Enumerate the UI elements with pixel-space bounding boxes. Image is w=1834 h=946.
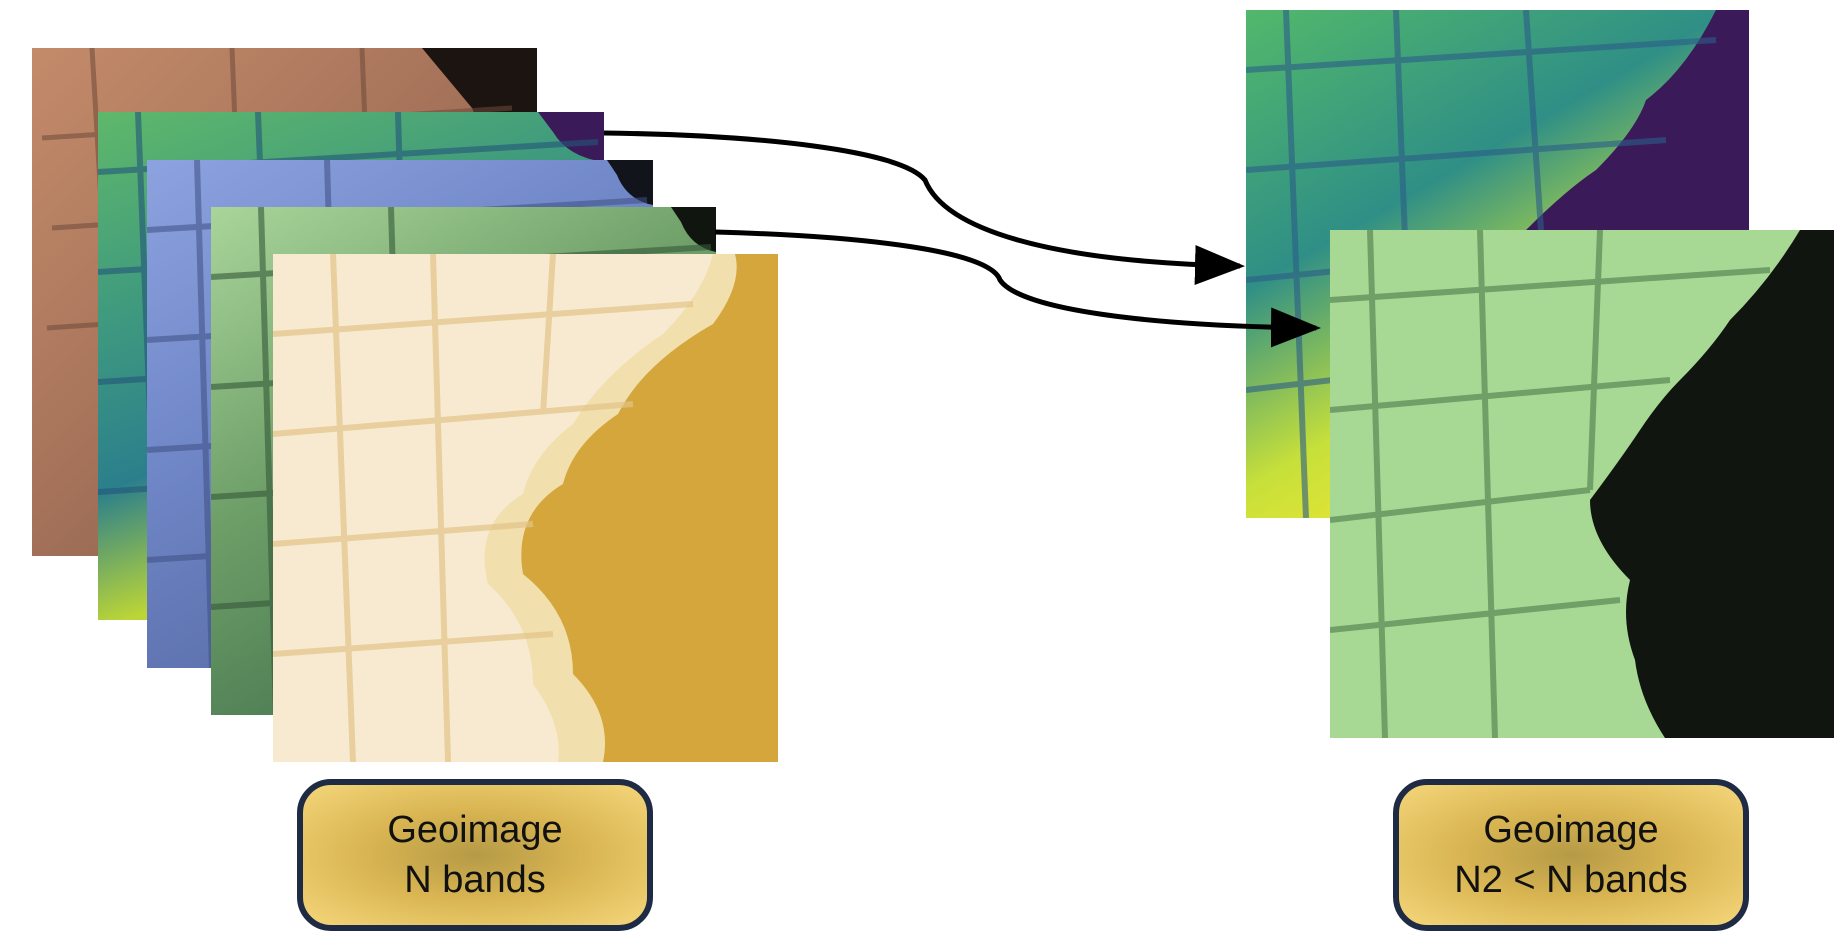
output-label-line2: N2 < N bands xyxy=(1454,859,1688,901)
output-band-green xyxy=(1330,230,1834,738)
output-geoimage-label: Geoimage N2 < N bands xyxy=(1393,779,1749,931)
input-label-line1: Geoimage xyxy=(387,809,563,851)
arrow-green-band xyxy=(714,229,1321,348)
input-geoimage-label: Geoimage N bands xyxy=(297,779,653,931)
input-label-line2: N bands xyxy=(404,859,546,901)
input-band-yellow xyxy=(273,254,778,762)
output-label-line1: Geoimage xyxy=(1483,809,1659,851)
